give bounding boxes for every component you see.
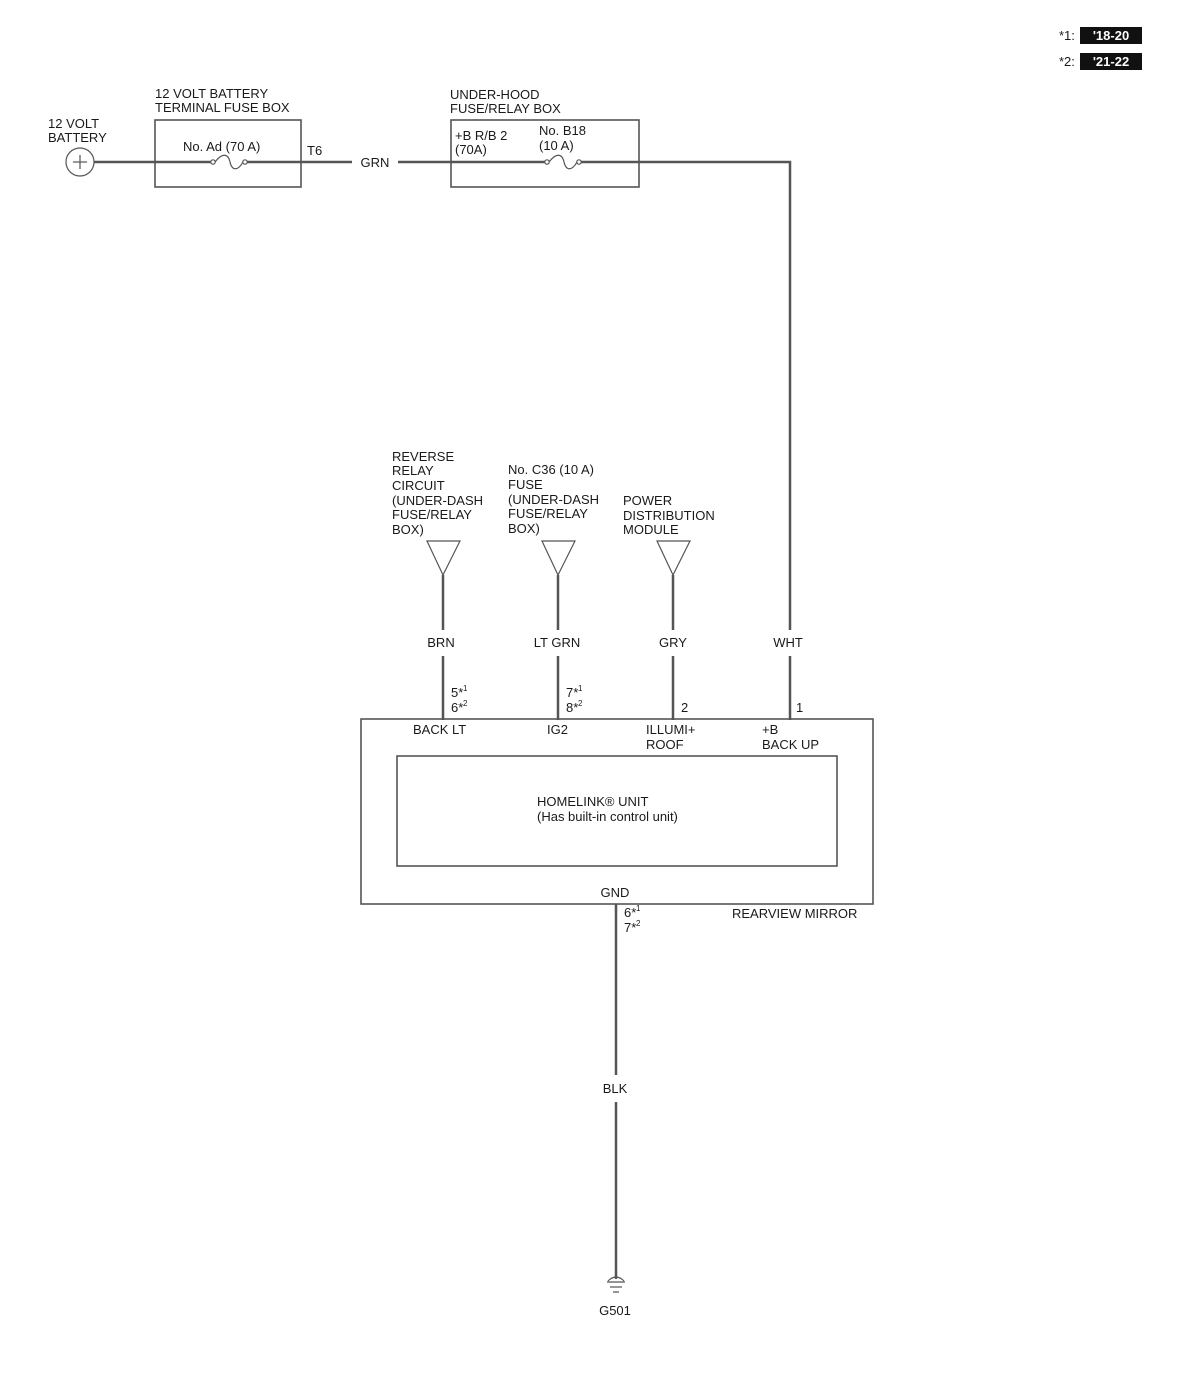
terminal-illumi-line1: ILLUMI+ bbox=[646, 722, 696, 737]
c36-connector-triangle-icon bbox=[541, 540, 576, 577]
terminal-fuse-box-outline bbox=[154, 119, 302, 188]
legend-note1-key: *1: bbox=[1059, 28, 1075, 43]
pdm-label-line2: DISTRIBUTION bbox=[623, 508, 715, 523]
pin-ig2-a: 7* bbox=[566, 685, 578, 700]
pin-back-lt-b: 6* bbox=[451, 700, 463, 715]
svg-text:2: 2 bbox=[578, 699, 583, 708]
wire-wht-label: WHT bbox=[773, 635, 803, 650]
wire-lt-grn-label: LT GRN bbox=[534, 635, 580, 650]
wire-brn-label: BRN bbox=[427, 635, 454, 650]
wire-gry-label: GRY bbox=[659, 635, 687, 650]
ground-g501-label: G501 bbox=[599, 1303, 631, 1318]
homelink-label-line1: HOMELINK® UNIT bbox=[537, 794, 648, 809]
terminal-backup-line2: BACK UP bbox=[762, 737, 819, 752]
svg-text:1: 1 bbox=[463, 684, 468, 693]
reverse-label-line3: CIRCUIT bbox=[392, 478, 445, 493]
legend-note2-badge bbox=[1080, 53, 1142, 70]
legend-note1-badge bbox=[1080, 27, 1142, 44]
fuse-ad-right-terminal-icon bbox=[242, 159, 248, 165]
terminal-backup-line1: +B bbox=[762, 722, 778, 737]
terminal-fuse-box-title-line2: TERMINAL FUSE BOX bbox=[155, 100, 290, 115]
homelink-label-line2: (Has built-in control unit) bbox=[537, 809, 678, 824]
svg-text:1: 1 bbox=[578, 684, 583, 693]
terminal-t6-label: T6 bbox=[307, 143, 322, 158]
svg-text:2: 2 bbox=[636, 919, 641, 928]
terminal-gnd: GND bbox=[601, 885, 630, 900]
under-hood-fuse-box: UNDER-HOOD FUSE/RELAY BOX +B R/B 2 (70A)… bbox=[450, 87, 640, 188]
svg-text:2: 2 bbox=[463, 699, 468, 708]
battery-label-line1: 12 VOLT bbox=[48, 116, 99, 131]
under-hood-title-line1: UNDER-HOOD bbox=[450, 87, 540, 102]
pin-back-lt-a: 5* bbox=[451, 685, 463, 700]
terminal-fuse-box: 12 VOLT BATTERY TERMINAL FUSE BOX No. Ad… bbox=[154, 86, 322, 188]
fuse-ad-label: No. Ad (70 A) bbox=[183, 139, 260, 154]
fuse-b18-line1: No. B18 bbox=[539, 123, 586, 138]
reverse-label-line4: (UNDER-DASH bbox=[392, 493, 483, 508]
fuse-b18-icon bbox=[548, 154, 578, 170]
fuse-b18-line2: (10 A) bbox=[539, 138, 574, 153]
relay-rb2-line1: +B R/B 2 bbox=[455, 128, 507, 143]
c36-label-line5: BOX) bbox=[508, 521, 540, 536]
pin-ig2-b: 8* bbox=[566, 700, 578, 715]
legend-note1-years: '18-20 bbox=[1093, 28, 1129, 43]
fuse-ad-left-terminal-icon bbox=[210, 159, 216, 165]
reverse-label-line5: FUSE/RELAY bbox=[392, 507, 472, 522]
rearview-mirror: BACK LT IG2 ILLUMI+ ROOF +B BACK UP HOME… bbox=[360, 718, 874, 921]
fuse-b18-left-terminal-icon bbox=[544, 159, 550, 165]
c36-fuse-source: No. C36 (10 A) FUSE (UNDER-DASH FUSE/REL… bbox=[508, 462, 599, 720]
wire-blk-label: BLK bbox=[603, 1081, 628, 1096]
year-legend: *1: '18-20 *2: '21-22 bbox=[1059, 27, 1142, 70]
terminal-fuse-box-title-line1: 12 VOLT BATTERY bbox=[155, 86, 269, 101]
under-hood-box-outline bbox=[450, 119, 640, 188]
pdm-source: POWER DISTRIBUTION MODULE GRY 2 bbox=[623, 493, 715, 720]
c36-label-line3: (UNDER-DASH bbox=[508, 492, 599, 507]
under-hood-title-line2: FUSE/RELAY BOX bbox=[450, 101, 561, 116]
reverse-relay-source: REVERSE RELAY CIRCUIT (UNDER-DASH FUSE/R… bbox=[392, 449, 483, 720]
battery-label-line2: BATTERY bbox=[48, 130, 107, 145]
terminal-ig2: IG2 bbox=[547, 722, 568, 737]
relay-rb2-line2: (70A) bbox=[455, 142, 487, 157]
pin-backup: 1 bbox=[796, 700, 803, 715]
fuse-ad-icon bbox=[214, 154, 244, 170]
terminal-illumi-line2: ROOF bbox=[646, 737, 684, 752]
reverse-label-line6: BOX) bbox=[392, 522, 424, 537]
svg-text:1: 1 bbox=[636, 904, 641, 913]
pin-gnd-a: 6* bbox=[624, 905, 636, 920]
rearview-mirror-label: REARVIEW MIRROR bbox=[732, 906, 857, 921]
c36-label-line1: No. C36 (10 A) bbox=[508, 462, 594, 477]
wire-grn-label: GRN bbox=[361, 155, 390, 170]
legend-note2-key: *2: bbox=[1059, 54, 1075, 69]
ground-icon bbox=[607, 1276, 625, 1293]
c36-label-line4: FUSE/RELAY bbox=[508, 506, 588, 521]
terminal-back-lt: BACK LT bbox=[413, 722, 466, 737]
reverse-connector-triangle-icon bbox=[426, 540, 461, 577]
pdm-label-line1: POWER bbox=[623, 493, 672, 508]
wht-wire-upper bbox=[639, 160, 792, 630]
reverse-label-line2: RELAY bbox=[392, 463, 434, 478]
battery: 12 VOLT BATTERY bbox=[48, 116, 107, 177]
pin-illumi: 2 bbox=[681, 700, 688, 715]
fuse-b18-right-terminal-icon bbox=[576, 159, 582, 165]
legend-note2-years: '21-22 bbox=[1093, 54, 1129, 69]
pdm-label-line3: MODULE bbox=[623, 522, 679, 537]
homelink-unit-box bbox=[396, 755, 838, 867]
pin-gnd-b: 7* bbox=[624, 920, 636, 935]
reverse-label-line1: REVERSE bbox=[392, 449, 454, 464]
c36-label-line2: FUSE bbox=[508, 477, 543, 492]
pdm-connector-triangle-icon bbox=[656, 540, 691, 577]
